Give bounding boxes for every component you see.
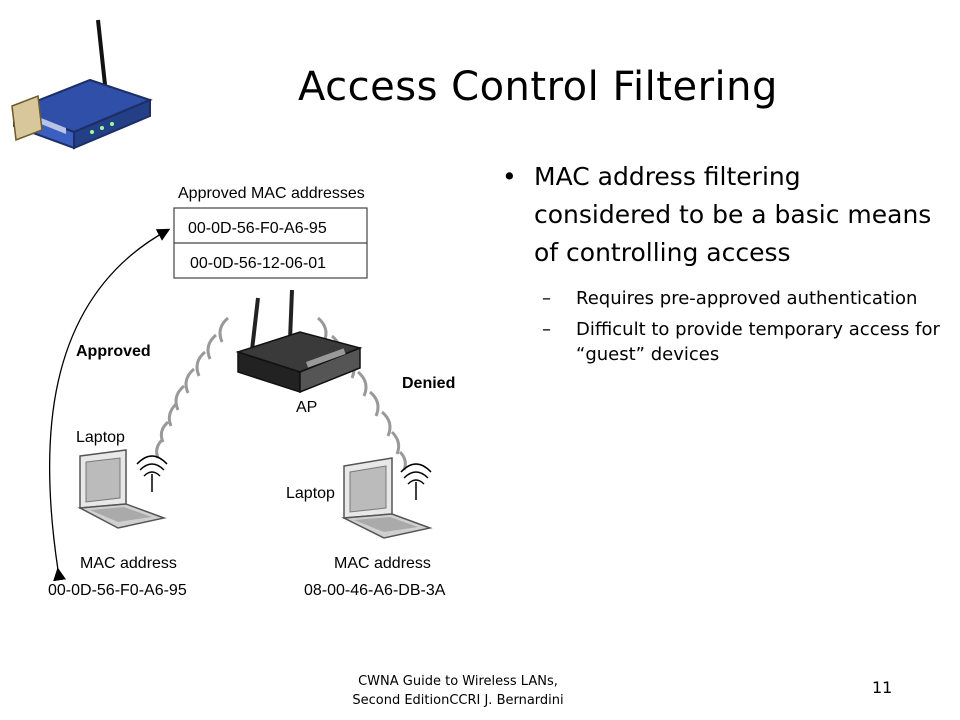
slide-footer: CWNA Guide to Wireless LANs, Second Edit… [318, 672, 598, 710]
sub-bullet-dash: – [542, 288, 551, 309]
bullet-dot: • [502, 162, 517, 191]
laptop-icon [77, 449, 167, 529]
page-title: Access Control Filtering [298, 64, 778, 110]
sub-bullet-text: Requires pre-approved authentication [576, 288, 918, 309]
sub-bullet-item: – Requires pre-approved authentication [500, 286, 940, 311]
router-logo-icon [11, 19, 153, 150]
antenna-icon [400, 463, 432, 500]
footer-line-2: Second EditionCCRI J. Bernardini [352, 693, 564, 708]
mac-filter-diagram: Approved MAC addresses 00-0D-56-F0-A6-95… [48, 185, 455, 599]
page-number: 11 [872, 678, 893, 697]
sub-bullet-text: Difficult to provide temporary access fo… [576, 319, 940, 365]
mac-label-1: MAC address [80, 555, 177, 572]
bullet-list: • MAC address filtering considered to be… [500, 158, 940, 373]
approved-label: Approved [76, 343, 151, 360]
approved-header: Approved MAC addresses [178, 185, 365, 202]
antenna-icon [136, 455, 168, 492]
sub-bullet-item: – Difficult to provide temporary access … [500, 317, 940, 367]
sub-bullet-list: – Requires pre-approved authentication –… [500, 286, 940, 367]
approved-mac-1: 00-0D-56-F0-A6-95 [188, 220, 327, 237]
laptop2-label: Laptop [286, 485, 335, 502]
mac-value-1: 00-0D-56-F0-A6-95 [48, 582, 187, 599]
approved-mac-2: 00-0D-56-12-06-01 [190, 255, 326, 272]
radio-waves-left [155, 316, 230, 459]
laptop1-label: Laptop [76, 429, 125, 446]
mac-value-2: 08-00-46-A6-DB-3A [304, 582, 446, 599]
access-point-icon [235, 289, 363, 394]
bullet-text: MAC address filtering considered to be a… [534, 162, 932, 267]
denied-label: Denied [402, 375, 455, 392]
mac-label-2: MAC address [334, 555, 431, 572]
laptop-icon [341, 457, 433, 539]
ap-label: AP [296, 399, 317, 416]
bullet-item: • MAC address filtering considered to be… [500, 158, 940, 272]
approval-arrow [48, 228, 171, 582]
sub-bullet-dash: – [542, 319, 551, 340]
footer-line-1: CWNA Guide to Wireless LANs, [358, 674, 558, 689]
